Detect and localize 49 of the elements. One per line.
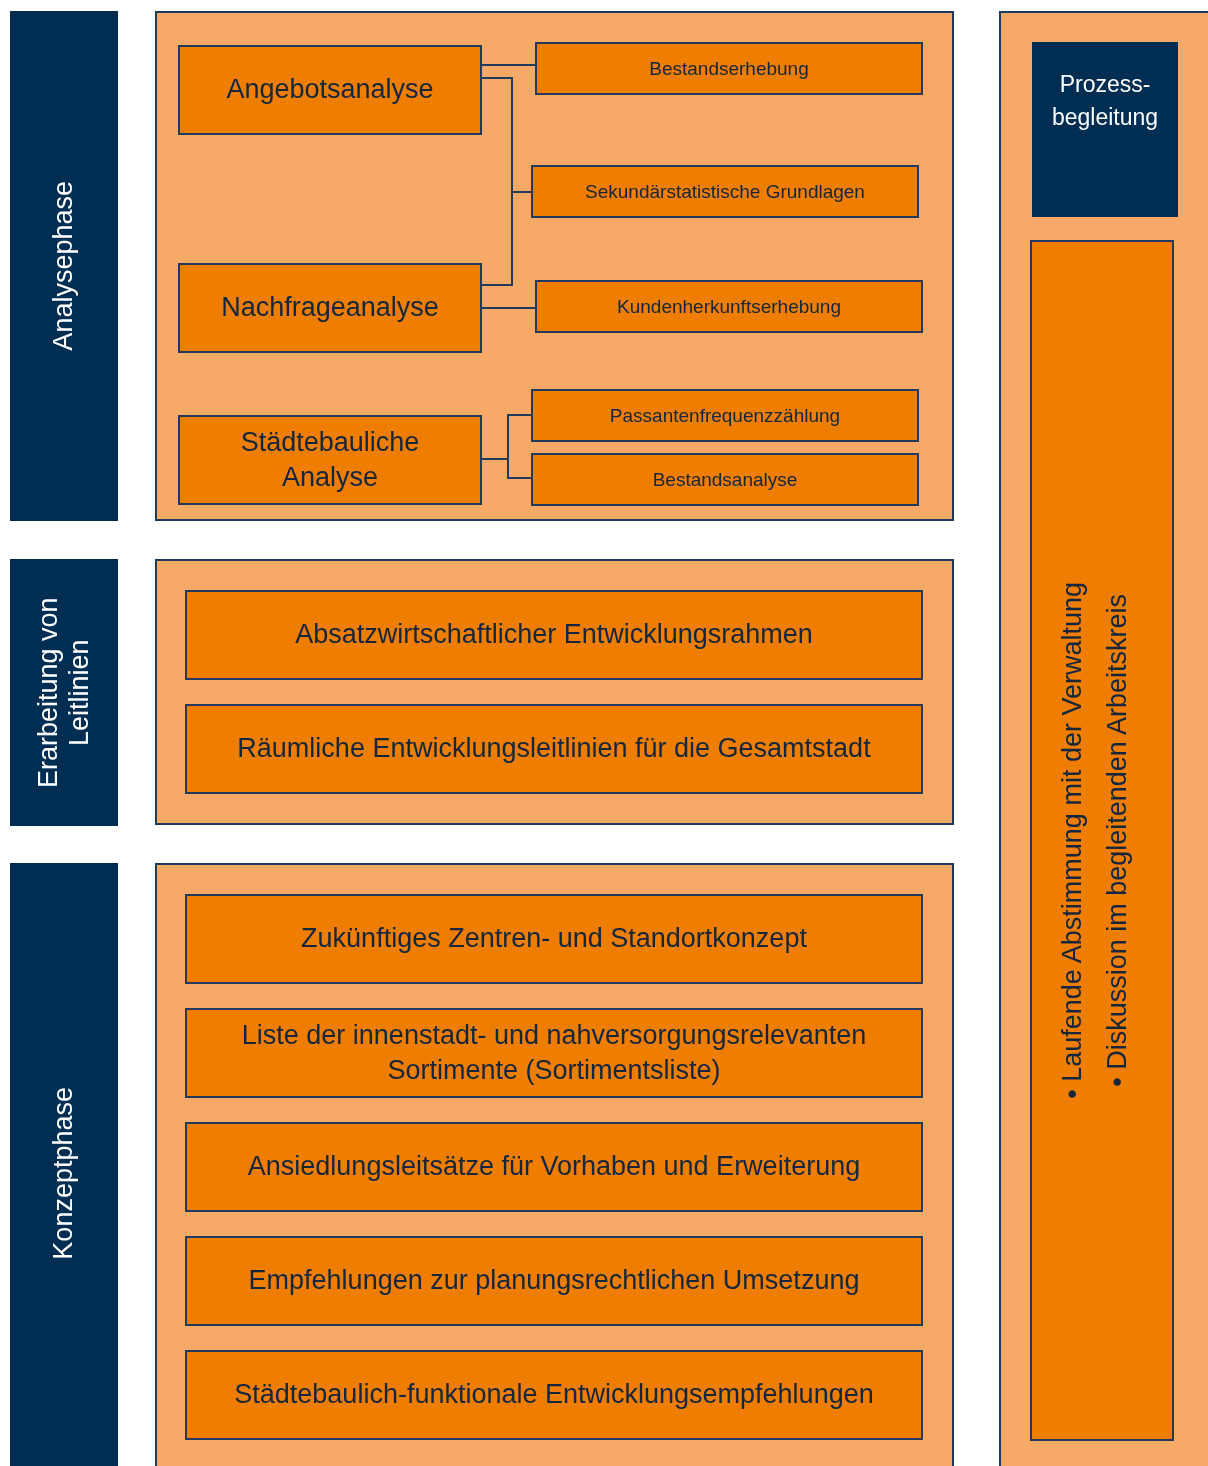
task-box — [185, 704, 923, 794]
box-label: Zukünftiges Zentren- und Standortkonzept — [300, 922, 808, 956]
phase-label: Analysephase — [48, 181, 80, 351]
connector-line — [481, 191, 532, 286]
process-box — [1032, 42, 1178, 217]
box-label: Sekundärstatistische Grundlagen — [585, 180, 865, 203]
connector-line — [481, 64, 536, 66]
box-label: Absatzwirtschaftlicher Entwicklungsrahmen — [294, 618, 814, 652]
analysis-box — [178, 263, 482, 353]
box-label: Bestandsanalyse — [652, 468, 798, 491]
box-label: Städtebaulich-funktionale Entwicklungsempfehlungen — [233, 1378, 875, 1412]
task-box — [185, 1236, 923, 1326]
phase-panel — [155, 863, 954, 1466]
task-box — [185, 1122, 923, 1212]
box-label: Liste der innenstadt- und nahversorgungsrelevanten Sortimente (Sortimentsliste) — [240, 1018, 868, 1087]
box-label: Ansiedlungsleitsätze für Vorhaben und Erweiterung — [246, 1150, 862, 1184]
bullet-text: • Laufende Abstimmung mit der Verwaltung — [1057, 582, 1088, 1099]
task-box — [185, 590, 923, 680]
box-label: Prozess-begleitung — [1050, 70, 1160, 133]
analysis-box — [178, 415, 482, 505]
task-box — [185, 1008, 923, 1098]
box-label: Räumliche Entwicklungsleitlinien für die Gesamtstadt — [236, 732, 872, 766]
task-box — [185, 894, 923, 984]
box-label: Kundenherkunftserhebung — [617, 295, 841, 318]
box-label: Nachfrageanalyse — [220, 291, 440, 325]
task-box — [185, 1350, 923, 1440]
connector-line — [481, 458, 532, 479]
phase-panel — [155, 11, 954, 521]
phase-band — [10, 559, 118, 826]
task-box — [535, 42, 923, 95]
phase-panel — [999, 11, 1208, 1466]
box-label: Bestandserhebung — [649, 57, 809, 80]
phase-panel — [155, 559, 954, 825]
phase-band — [10, 863, 118, 1466]
box-label: Angebotsanalyse — [225, 73, 435, 107]
phase-band — [10, 11, 118, 521]
bullet-text: • Diskussion im begleitenden Arbeitskreis — [1102, 593, 1133, 1089]
box-label: Städtebauliche Analyse — [239, 425, 421, 494]
box-label: Empfehlungen zur planungsrechtlichen Umsetzung — [247, 1264, 861, 1298]
task-box — [531, 453, 919, 506]
phase-label: Erarbeitung von Leitlinien — [32, 596, 95, 790]
phase-label: Konzeptphase — [48, 1086, 80, 1260]
analysis-box — [178, 45, 482, 135]
connector-line — [481, 307, 536, 309]
task-box — [535, 280, 923, 333]
box-label: Passantenfrequenzzählung — [609, 404, 841, 427]
process-box — [1030, 240, 1174, 1441]
task-box — [531, 389, 919, 442]
task-box — [531, 165, 919, 218]
